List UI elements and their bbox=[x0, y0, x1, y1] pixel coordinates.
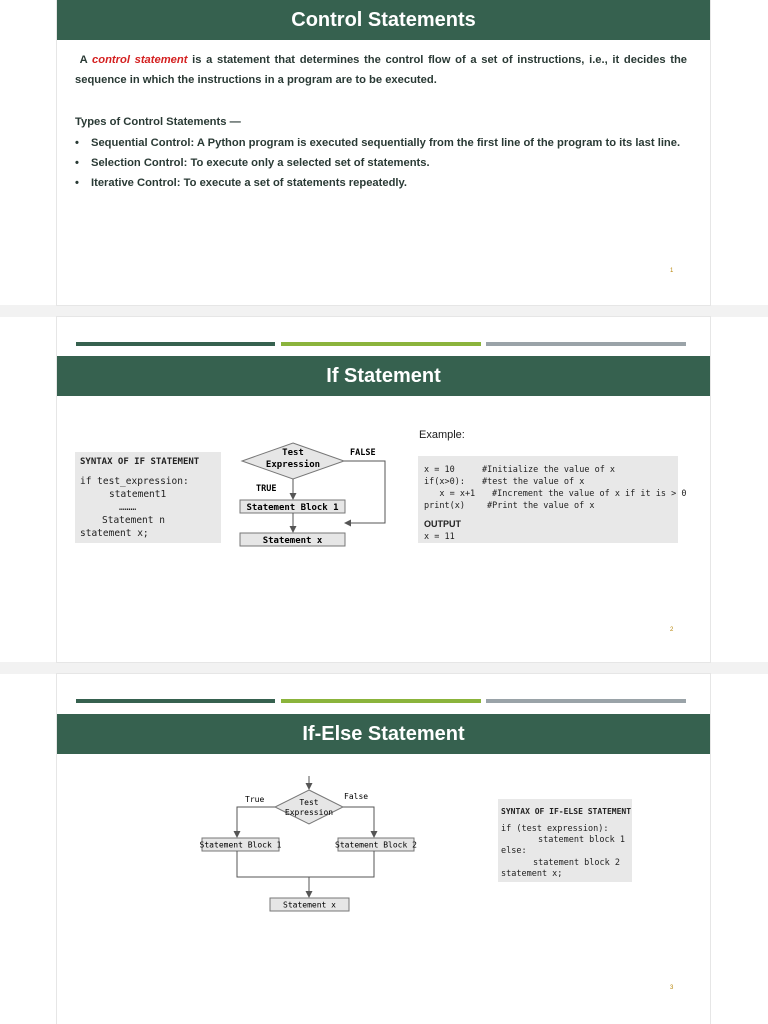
decor-stripe bbox=[281, 699, 481, 703]
decision-text: Expression bbox=[266, 459, 320, 470]
decor-stripe bbox=[486, 342, 686, 346]
block-text: Statement Block 2 bbox=[335, 841, 417, 850]
syntax-line: statement block 1 bbox=[538, 835, 625, 845]
slide-title: If-Else Statement bbox=[57, 714, 710, 754]
true-arrow bbox=[233, 806, 275, 838]
page-number: 1 bbox=[670, 268, 674, 274]
syntax-line: ……… bbox=[119, 502, 137, 513]
decor-stripe bbox=[76, 342, 275, 346]
syntax-line: Statement n bbox=[102, 515, 165, 526]
false-label: FALSE bbox=[350, 448, 376, 458]
example-code: if(x>0): bbox=[424, 477, 465, 487]
example-comment: #Increment the value of x if it is > 0 bbox=[492, 489, 687, 499]
if-flowchart: Test Expression FALSE TRUE Statement Blo… bbox=[239, 442, 386, 547]
example-label: Example: bbox=[419, 429, 465, 441]
syntax-heading: SYNTAX OF IF STATEMENT bbox=[80, 457, 200, 467]
next-text: Statement x bbox=[263, 536, 323, 546]
syntax-box: SYNTAX OF IF-ELSE STATEMENT if (test exp… bbox=[498, 799, 632, 882]
syntax-heading: SYNTAX OF IF-ELSE STATEMENT bbox=[501, 807, 632, 816]
syntax-line: else: bbox=[501, 846, 527, 856]
if-else-flowchart: Test Expression True False Statement Blo… bbox=[200, 776, 417, 912]
slide-title: If Statement bbox=[57, 356, 710, 396]
example-box: x = 10 #Initialize the value of x if(x>0… bbox=[418, 456, 686, 543]
syntax-box: SYNTAX OF IF STATEMENT if test_expressio… bbox=[75, 452, 221, 543]
true-label: True bbox=[245, 795, 264, 804]
block-text: Statement Block 1 bbox=[246, 503, 338, 513]
false-arrow bbox=[343, 806, 378, 838]
false-arrow bbox=[344, 460, 386, 527]
list-item: Iterative Control: To execute a set of s… bbox=[75, 173, 687, 193]
example-code: x = x+1 bbox=[424, 489, 476, 499]
syntax-line: statement x; bbox=[501, 869, 563, 879]
decision-text: Expression bbox=[285, 808, 333, 817]
syntax-line: statement1 bbox=[109, 489, 167, 500]
slide-gap bbox=[0, 305, 768, 317]
decision-diamond bbox=[273, 789, 345, 825]
syntax-line: if (test expression): bbox=[501, 824, 609, 834]
page-number: 2 bbox=[670, 627, 674, 633]
decision-text: Test bbox=[282, 448, 304, 458]
example-code: print(x) bbox=[424, 501, 465, 511]
intro-text: is a statement that determines the contr… bbox=[75, 54, 688, 86]
page-number: 3 bbox=[670, 985, 674, 991]
decor-stripe bbox=[486, 699, 686, 703]
true-label: TRUE bbox=[256, 484, 276, 494]
block-text: Statement Block 1 bbox=[200, 841, 282, 850]
syntax-line: statement block 2 bbox=[533, 858, 620, 868]
example-comment: #Print the value of x bbox=[487, 501, 595, 511]
example-code: x = 10 bbox=[424, 465, 455, 475]
decor-stripe bbox=[76, 699, 275, 703]
statement-block-1 bbox=[201, 837, 280, 852]
list-item: Selection Control: To execute only a sel… bbox=[75, 153, 687, 173]
types-heading: Types of Control Statements — bbox=[75, 116, 241, 128]
highlighted-term: control statement bbox=[92, 54, 188, 66]
list-item: Sequential Control: A Python program is … bbox=[75, 133, 687, 153]
intro-word: A bbox=[79, 54, 88, 66]
merge-line bbox=[236, 851, 375, 878]
output-value: x = 11 bbox=[424, 532, 455, 542]
next-statement bbox=[239, 532, 346, 547]
slide-gap bbox=[0, 662, 768, 674]
slide-title: Control Statements bbox=[57, 0, 710, 40]
intro-paragraph: A control statement is a statement that … bbox=[75, 50, 687, 90]
next-statement bbox=[269, 897, 350, 912]
next-text: Statement x bbox=[283, 901, 336, 910]
output-label: OUTPUT bbox=[424, 519, 461, 529]
slide-if-else-statement: If-Else Statement Test Expression True F… bbox=[57, 674, 710, 1024]
example-comment: #Initialize the value of x bbox=[482, 465, 616, 475]
false-label: False bbox=[344, 792, 368, 801]
decision-text: Test bbox=[299, 798, 318, 807]
syntax-line: statement x; bbox=[80, 528, 149, 539]
slide-if-statement: If Statement SYNTAX OF IF STATEMENT if t… bbox=[57, 317, 710, 662]
slide-control-statements: Control Statements A control statement i… bbox=[57, 0, 710, 305]
statement-block-2 bbox=[337, 837, 415, 852]
example-comment: #test the value of x bbox=[482, 477, 585, 487]
decor-stripe bbox=[281, 342, 481, 346]
syntax-line: if test_expression: bbox=[80, 476, 189, 487]
types-list: Sequential Control: A Python program is … bbox=[75, 133, 687, 193]
